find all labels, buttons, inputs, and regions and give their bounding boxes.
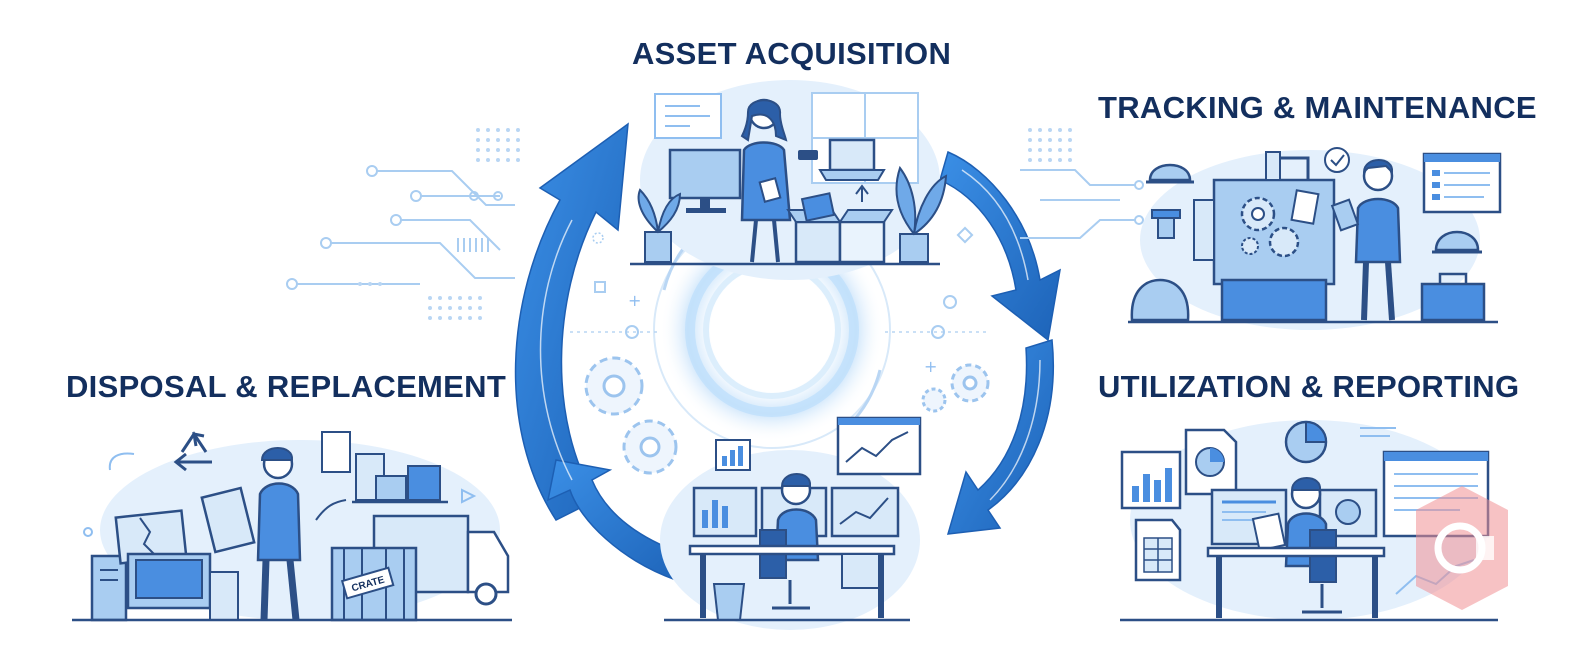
svg-text:+: +: [924, 357, 937, 376]
reporting-desk-illustration: [660, 416, 922, 630]
disposal-illustration: CRATE: [72, 431, 512, 622]
arrow-tracking-to-utilization: [946, 339, 1054, 535]
svg-text:+: +: [628, 291, 641, 310]
stage-title-disposal: DISPOSAL & REPLACEMENT: [66, 369, 507, 404]
dot-grid-left: [358, 128, 520, 320]
stage-title-acquisition: ASSET ACQUISITION: [632, 36, 952, 71]
circuit-lines-right: [1020, 169, 1144, 239]
circuit-lines-left: [286, 165, 515, 290]
stage-title-tracking: TRACKING & MAINTENANCE: [1098, 90, 1537, 125]
recycle-icon: [173, 431, 212, 472]
gear-icon: [584, 356, 990, 475]
acquisition-illustration: [630, 80, 948, 280]
arrow-acquisition-to-tracking: [939, 150, 1061, 342]
tracking-illustration: [1128, 147, 1502, 330]
arrow-utilization-to-disposal: [546, 459, 692, 581]
stage-title-utilization: UTILIZATION & REPORTING: [1098, 369, 1520, 404]
logo-badge: [1416, 486, 1508, 610]
arrow-disposal-to-acquisition: [514, 122, 629, 521]
cycle-arrows: [514, 122, 1061, 581]
dot-grid-right: [1028, 128, 1072, 162]
